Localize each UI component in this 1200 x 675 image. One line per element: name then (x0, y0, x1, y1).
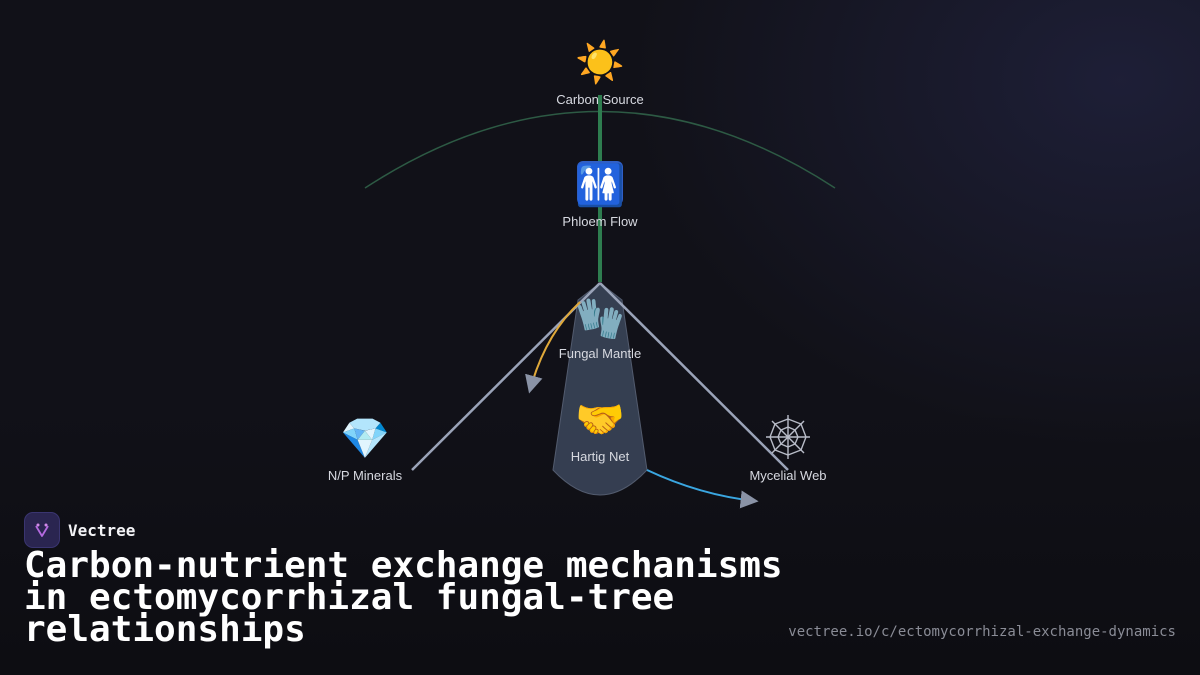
node-carbon-source: ☀️ Carbon Source (556, 38, 643, 107)
phloem-icon-bg (577, 161, 623, 205)
node-fungal-mantle: 🧤 Fungal Mantle (559, 296, 641, 361)
page-title: Carbon-nutrient exchange mechanisms in e… (24, 545, 783, 650)
node-hartig-net: 🤝 Hartig Net (571, 397, 630, 464)
node-mycelial-web: 🕸️ Mycelial Web (749, 415, 827, 483)
sun-icon: ☀️ (575, 38, 625, 86)
vectree-logo-icon (24, 512, 60, 548)
root-tip-shape (552, 282, 648, 496)
restroom-icon: 🚻 (575, 162, 625, 209)
node-phloem-flow: 🚻 Phloem Flow (562, 161, 638, 229)
connector-to-mycelium (599, 282, 789, 471)
brand-name: Vectree (68, 520, 136, 540)
gloves-icon: 🧤 (575, 296, 625, 342)
handshake-icon: 🤝 (575, 397, 625, 443)
carbon-flow-arrow (646, 469, 759, 509)
fungal-mantle-label: Fungal Mantle (559, 346, 641, 361)
nutrient-flow-arrow (525, 301, 581, 394)
np-minerals-label: N/P Minerals (328, 468, 403, 483)
phloem-flow-label: Phloem Flow (562, 214, 638, 229)
hartig-net-label: Hartig Net (571, 449, 630, 464)
gem-icon: 💎 (340, 416, 390, 462)
page-url: vectree.io/c/ectomycorrhizal-exchange-dy… (788, 624, 1176, 640)
mycelial-web-label: Mycelial Web (749, 468, 826, 483)
node-np-minerals: 💎 N/P Minerals (328, 416, 403, 483)
carbon-source-label: Carbon Source (556, 92, 643, 107)
brand: Vectree (24, 512, 135, 548)
spider-web-icon (766, 415, 810, 459)
